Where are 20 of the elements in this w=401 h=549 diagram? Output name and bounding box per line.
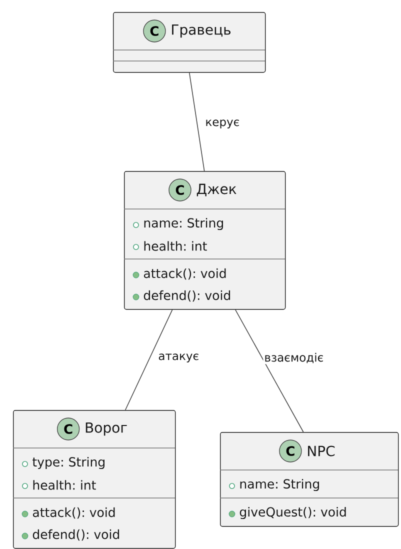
- attribute-text: name: String: [144, 218, 223, 230]
- method-text: attack(): void: [144, 268, 226, 280]
- class-name: Гравець: [172, 24, 230, 38]
- class-name: NPC: [308, 446, 335, 456]
- association-line: [124, 309, 173, 410]
- method-text: giveQuest(): void: [240, 506, 346, 520]
- method-text: defend(): void: [144, 290, 230, 302]
- edge-label: атакує: [157, 352, 200, 364]
- edge-label: керує: [204, 118, 241, 130]
- association-line: [234, 309, 304, 432]
- attribute-text: health: int: [144, 241, 207, 251]
- method-text: attack(): void: [32, 507, 115, 519]
- method-text: defend(): void: [32, 529, 120, 541]
- attribute-text: name: String: [240, 478, 319, 492]
- association-line: [188, 72, 205, 172]
- edge-label: взаємодіє: [263, 352, 325, 364]
- attribute-text: health: int: [33, 480, 96, 490]
- attribute-text: type: String: [32, 456, 104, 470]
- class-name: Джек: [196, 184, 236, 196]
- class-name: Ворог: [86, 422, 127, 436]
